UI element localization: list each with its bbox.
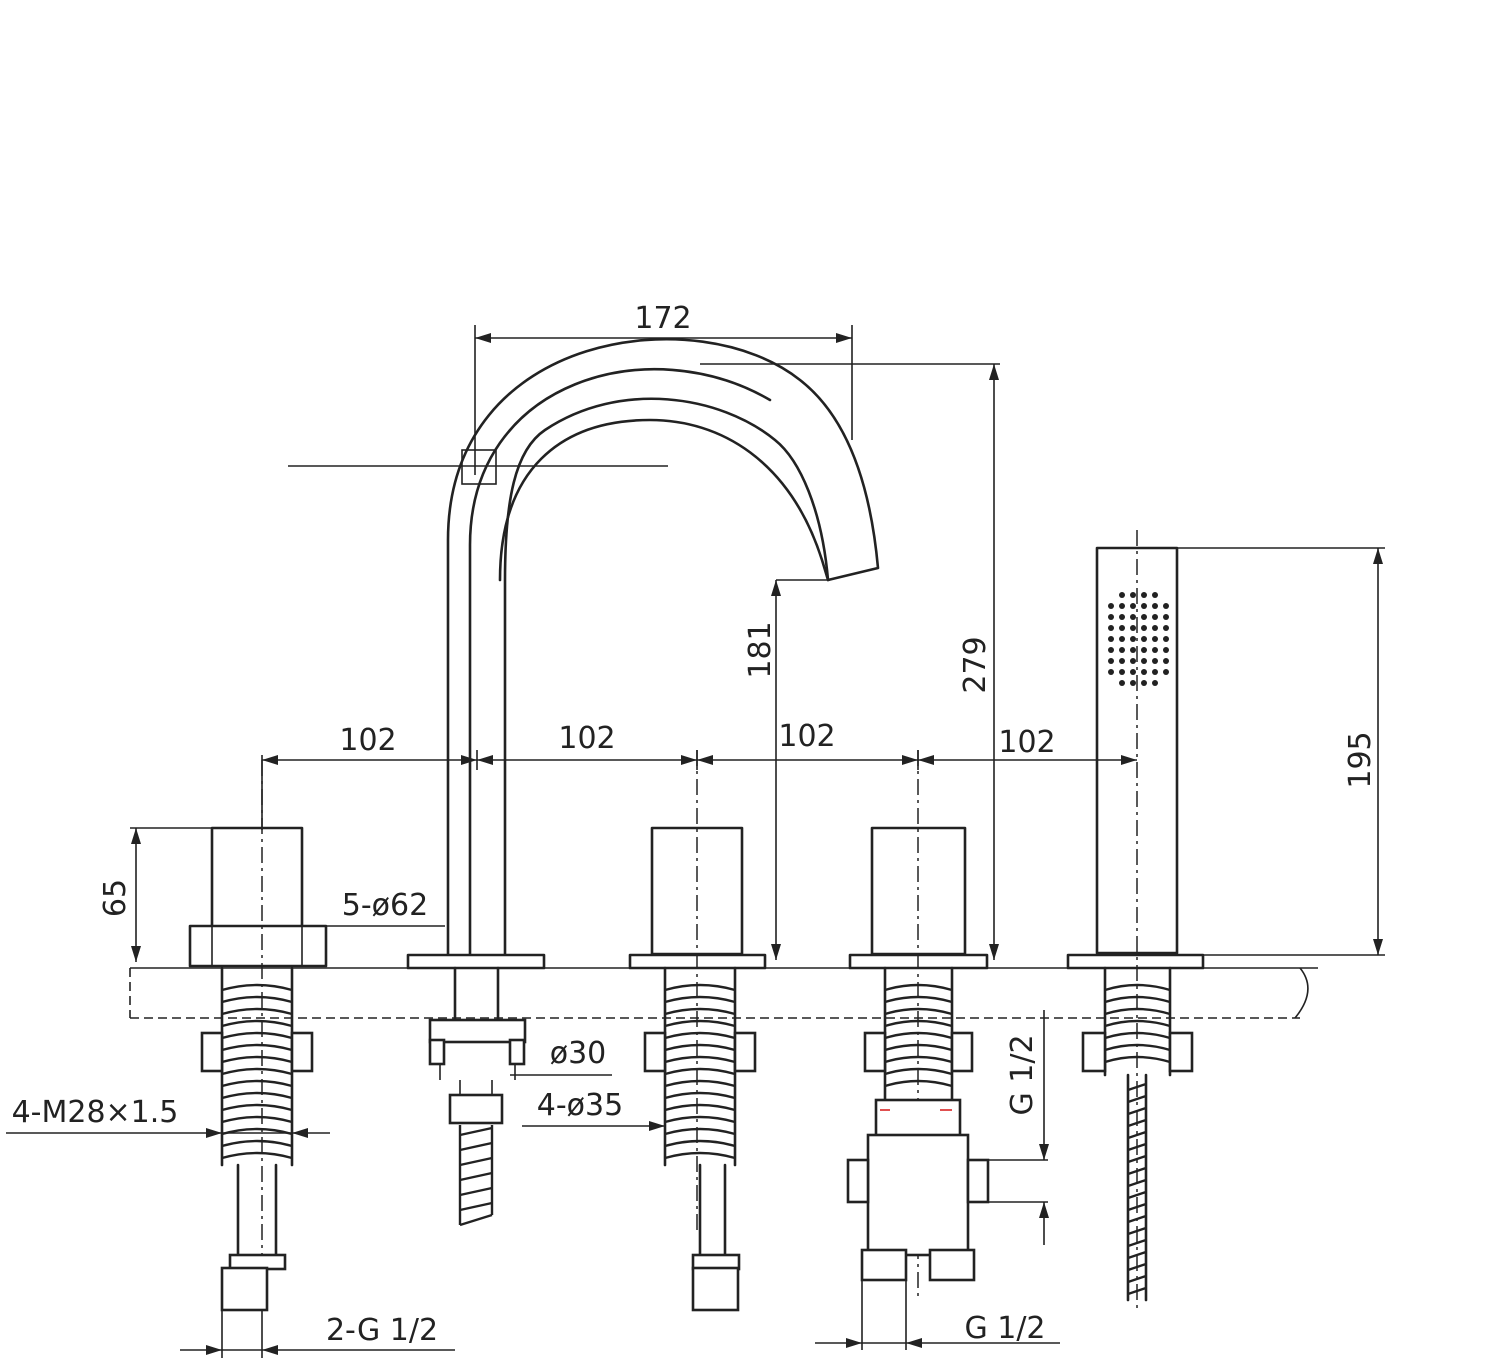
spray-hole xyxy=(1141,636,1147,642)
dim-172: 172 xyxy=(474,301,853,475)
spray-hole xyxy=(1130,614,1136,620)
spray-face xyxy=(1108,592,1169,686)
dim-mount-thread: 4-M28×1.5 xyxy=(6,1095,330,1138)
spray-hole xyxy=(1119,592,1125,598)
dim-diverter-outlet-thread: G 1/2 xyxy=(815,1280,1060,1350)
spray-hole xyxy=(1130,647,1136,653)
spray-hole xyxy=(1119,669,1125,675)
diverter-body xyxy=(846,966,990,1282)
dim-65: 65 xyxy=(98,827,212,962)
diverter-handle xyxy=(848,750,989,1300)
spray-hole xyxy=(1130,592,1136,598)
spray-hole xyxy=(1152,669,1158,675)
left-handle xyxy=(188,760,328,1300)
spray-hole xyxy=(1163,625,1169,631)
spray-hole xyxy=(1141,614,1147,620)
spray-hole xyxy=(1141,603,1147,609)
spray-hole xyxy=(1119,636,1125,642)
spray-hole xyxy=(1163,614,1169,620)
dim-102-a: 102 xyxy=(339,723,396,758)
spray-hole xyxy=(1152,625,1158,631)
spray-hole xyxy=(1130,680,1136,686)
dim-195-label: 195 xyxy=(1343,731,1378,788)
spray-hole xyxy=(1119,658,1125,664)
hand-shower xyxy=(1066,530,1205,1310)
spray-hole xyxy=(1119,603,1125,609)
spray-hole xyxy=(1119,625,1125,631)
spray-hole xyxy=(1152,603,1158,609)
middle-shank xyxy=(643,966,757,1312)
spray-hole xyxy=(1108,669,1114,675)
spray-hole xyxy=(1119,614,1125,620)
dim-m28-label: 4-M28×1.5 xyxy=(12,1095,179,1130)
spray-hole xyxy=(1141,680,1147,686)
dim-inlet-thread-left: 2-G 1/2 xyxy=(180,1310,455,1358)
spray-hole xyxy=(1141,669,1147,675)
spray-hole xyxy=(1141,647,1147,653)
dim-base-diameter: 5-ø62 xyxy=(326,888,445,927)
dim-181-label: 181 xyxy=(743,621,778,678)
spray-hole xyxy=(1119,680,1125,686)
dim-inlet-diameter: ø30 xyxy=(510,1036,612,1076)
dim-195: 195 xyxy=(1177,547,1385,956)
spray-hole xyxy=(1130,603,1136,609)
dim-30-label: ø30 xyxy=(550,1036,607,1071)
spray-hole xyxy=(1141,625,1147,631)
spray-hole xyxy=(1141,658,1147,664)
dim-g12-vertical-label: G 1/2 xyxy=(1005,1034,1040,1115)
dim-5-62-label: 5-ø62 xyxy=(342,888,428,923)
dim-65-label: 65 xyxy=(98,879,133,917)
spray-hole xyxy=(1141,592,1147,598)
spray-hole xyxy=(1163,647,1169,653)
dim-279-label: 279 xyxy=(958,636,993,693)
spray-hole xyxy=(1108,647,1114,653)
middle-handle xyxy=(628,750,767,1230)
dim-2g-label: 2-G 1/2 xyxy=(326,1313,438,1348)
spray-hole xyxy=(1108,658,1114,664)
spray-hole xyxy=(1163,603,1169,609)
dim-102-c: 102 xyxy=(778,719,835,754)
left-shank xyxy=(200,966,314,1312)
spray-hole xyxy=(1163,636,1169,642)
spray-hole xyxy=(1152,614,1158,620)
dim-102-d: 102 xyxy=(998,725,1055,760)
dim-35-label: 4-ø35 xyxy=(537,1088,623,1123)
spray-hole xyxy=(1152,636,1158,642)
spray-hole xyxy=(1152,592,1158,598)
spout-shank xyxy=(428,966,527,1227)
spray-hole xyxy=(1130,625,1136,631)
spout xyxy=(288,337,880,970)
dim-102-b: 102 xyxy=(558,721,615,756)
spray-hole xyxy=(1152,647,1158,653)
spray-hole xyxy=(1108,636,1114,642)
spray-hole xyxy=(1108,603,1114,609)
spray-hole xyxy=(1108,625,1114,631)
dim-diverter-thread: G 1/2 xyxy=(988,1010,1049,1245)
dim-hole-diameter: 4-ø35 xyxy=(522,1088,665,1131)
spray-hole xyxy=(1108,614,1114,620)
spray-hole xyxy=(1163,658,1169,664)
dim-172-label: 172 xyxy=(634,301,691,336)
dim-279: 279 xyxy=(700,363,1000,960)
spray-hole xyxy=(1152,658,1158,664)
spray-hole xyxy=(1152,680,1158,686)
spray-hole xyxy=(1130,636,1136,642)
dim-181: 181 xyxy=(743,579,830,960)
spray-hole xyxy=(1130,669,1136,675)
spray-hole xyxy=(1130,658,1136,664)
spray-hole xyxy=(1163,669,1169,675)
dim-g12-horizontal-label: G 1/2 xyxy=(964,1311,1045,1346)
spray-hole xyxy=(1119,647,1125,653)
dim-spacing: 102 102 102 102 xyxy=(261,719,1137,830)
hand-shower-shank xyxy=(1081,966,1194,1302)
